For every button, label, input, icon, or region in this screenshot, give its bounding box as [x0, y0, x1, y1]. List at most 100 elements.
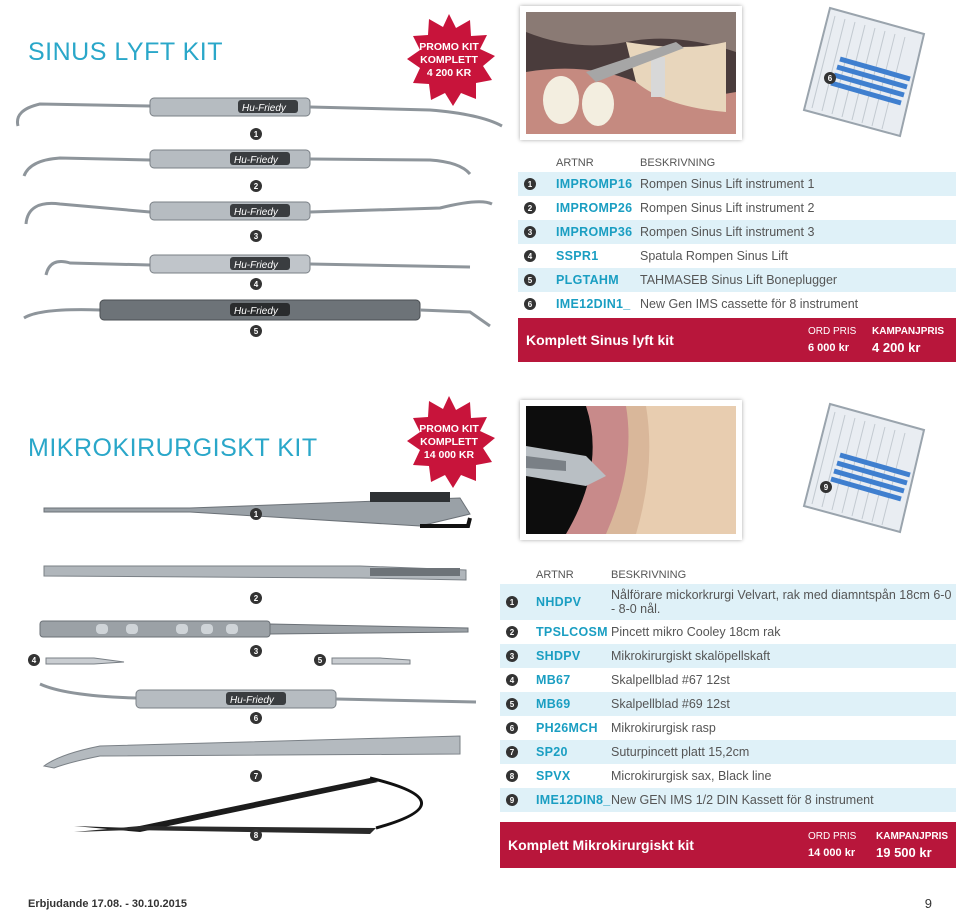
kit-total-label: Komplett Sinus lyft kit — [526, 332, 674, 348]
article-description: New GEN IMS 1/2 DIN Kassett för 8 instru… — [611, 793, 874, 807]
row-number: 7 — [506, 746, 518, 758]
row-number: 4 — [506, 674, 518, 686]
microsurgery-illustration — [520, 400, 742, 540]
kampanjpris-label: KAMPANJPRIS — [876, 831, 949, 842]
table-row: 9 IME12DIN8_ New GEN IMS 1/2 DIN Kassett… — [500, 788, 956, 812]
micro-instrument-scissors — [70, 772, 490, 838]
table-row: 7 SP20 Suturpincett platt 15,2cm — [500, 740, 956, 764]
instrument-number-badge: 3 — [250, 645, 262, 657]
article-description: TAHMASEB Sinus Lift Boneplugger — [640, 273, 838, 287]
article-number: SP20 — [536, 745, 568, 759]
svg-text:Hu-Friedy: Hu-Friedy — [234, 260, 279, 271]
row-number: 6 — [506, 722, 518, 734]
page-number: 9 — [924, 896, 932, 911]
row-number: 2 — [506, 626, 518, 638]
table-row: 6 PH26MCH Mikrokirurgisk rasp — [500, 716, 956, 740]
micro-promo-badge: PROMO KIT KOMPLETT 14 000 KR — [403, 396, 495, 488]
instrument-number-badge: 4 — [250, 278, 262, 290]
micro-instrument-forceps — [40, 556, 470, 586]
column-header-artnr: ARTNR — [556, 157, 594, 169]
instrument-number-badge: 1 — [250, 128, 262, 140]
instrument-number-badge: 4 — [28, 654, 40, 666]
ord-pris-label: ORD PRIS — [808, 831, 857, 842]
instrument-number-badge: 9 — [820, 481, 832, 493]
svg-text:Hu-Friedy: Hu-Friedy — [234, 207, 279, 218]
sinus-promo-badge: PROMO KIT KOMPLETT 4 200 KR — [403, 14, 495, 106]
article-description: Rompen Sinus Lift instrument 3 — [640, 225, 815, 239]
svg-text:Hu-Friedy: Hu-Friedy — [234, 155, 279, 166]
sinus-instrument-1: Hu-Friedy — [10, 90, 510, 130]
article-description: Skalpellblad #67 12st — [611, 673, 730, 687]
article-number: SPVX — [536, 769, 571, 783]
row-number: 2 — [524, 202, 536, 214]
micro-product-table: ARTNR BESKRIVNING 1 NHDPV Nålförare mick… — [500, 564, 956, 812]
row-number: 3 — [506, 650, 518, 662]
article-number: IMPROMP16 — [556, 177, 633, 191]
table-row: 2 TPSLCOSM Pincett mikro Cooley 18cm rak — [500, 620, 956, 644]
micro-cassette-image — [800, 400, 930, 535]
row-number: 8 — [506, 770, 518, 782]
article-number: PH26MCH — [536, 721, 598, 735]
row-number: 5 — [524, 274, 536, 286]
kit-total-label: Komplett Mikrokirurgiskt kit — [508, 837, 694, 853]
ord-pris-value: 14 000 kr — [808, 847, 856, 859]
table-row: 1 IMPROMP16 Rompen Sinus Lift instrument… — [518, 172, 956, 196]
sinus-cassette-image — [800, 4, 930, 139]
micro-instrument-blade-69 — [330, 654, 412, 668]
row-number: 1 — [524, 178, 536, 190]
instrument-number-badge: 6 — [250, 712, 262, 724]
sinus-lift-illustration — [520, 6, 742, 140]
table-row: 4 MB67 Skalpellblad #67 12st — [500, 668, 956, 692]
column-header-beskrivning: BESKRIVNING — [611, 569, 687, 581]
ord-pris-label: ORD PRIS — [808, 326, 857, 337]
micro-instrument-blade-67 — [44, 654, 126, 668]
micro-instrument-suture-forceps — [40, 726, 480, 770]
instrument-number-badge: 3 — [250, 230, 262, 242]
article-description: Pincett mikro Cooley 18cm rak — [611, 625, 781, 639]
table-row: 5 PLGTAHM TAHMASEB Sinus Lift Boneplugge… — [518, 268, 956, 292]
instrument-number-badge: 7 — [250, 770, 262, 782]
article-number: IME12DIN1_ — [556, 297, 631, 311]
article-description: New Gen IMS cassette för 8 instrument — [640, 297, 859, 311]
row-number: 4 — [524, 250, 536, 262]
badge-line-3: 14 000 KR — [423, 448, 475, 461]
micro-section-title: MIKROKIRURGISKT KIT — [28, 434, 318, 462]
article-description: Rompen Sinus Lift instrument 1 — [640, 177, 815, 191]
article-number: MB69 — [536, 697, 571, 711]
badge-line-1: PROMO KIT — [419, 422, 479, 435]
kampanjpris-value: 4 200 kr — [872, 340, 921, 355]
article-number: TPSLCOSM — [536, 625, 608, 639]
svg-text:Hu-Friedy: Hu-Friedy — [234, 306, 279, 317]
article-number: IMPROMP36 — [556, 225, 633, 239]
row-number: 1 — [506, 596, 518, 608]
micro-total-bar: Komplett Mikrokirurgiskt kit ORD PRIS 14… — [500, 822, 956, 868]
article-number: NHDPV — [536, 595, 582, 609]
article-number: SSPR1 — [556, 249, 599, 263]
ord-pris-value: 6 000 kr — [808, 342, 849, 354]
starburst-icon — [407, 14, 495, 106]
table-row: 3 SHDPV Mikrokirurgiskt skalöpellskaft — [500, 644, 956, 668]
sinus-section-title: SINUS LYFT KIT — [28, 38, 224, 66]
article-number: SHDPV — [536, 649, 581, 663]
article-description: Microkirurgisk sax, Black line — [611, 769, 772, 783]
badge-line-2: KOMPLETT — [420, 435, 478, 448]
sinus-total-bar: Komplett Sinus lyft kit ORD PRIS 6 000 k… — [518, 318, 956, 362]
article-description: Suturpincett platt 15,2cm — [611, 745, 750, 759]
kampanjpris-value: 19 500 kr — [876, 845, 932, 860]
table-row: 6 IME12DIN1_ New Gen IMS cassette för 8 … — [518, 292, 956, 316]
sinus-instrument-5: Hu-Friedy — [20, 290, 500, 330]
table-row: 8 SPVX Microkirurgisk sax, Black line — [500, 764, 956, 788]
sinus-instrument-3: Hu-Friedy — [20, 190, 500, 235]
table-row: 3 IMPROMP36 Rompen Sinus Lift instrument… — [518, 220, 956, 244]
badge-line-3: 4 200 KR — [426, 66, 472, 79]
table-row: 4 SSPR1 Spatula Rompen Sinus Lift — [518, 244, 956, 268]
instrument-number-badge: 5 — [250, 325, 262, 337]
offer-period-text: Erbjudande 17.08. - 30.10.2015 — [28, 898, 187, 910]
instrument-number-badge: 2 — [250, 180, 262, 192]
sinus-instrument-4: Hu-Friedy — [40, 245, 480, 285]
article-number: MB67 — [536, 673, 571, 687]
starburst-icon — [407, 396, 495, 488]
instrument-number-badge: 2 — [250, 592, 262, 604]
micro-instrument-scalpel-handle — [36, 618, 472, 640]
article-description: Mikrokirurgiskt skalöpellskaft — [611, 649, 771, 663]
